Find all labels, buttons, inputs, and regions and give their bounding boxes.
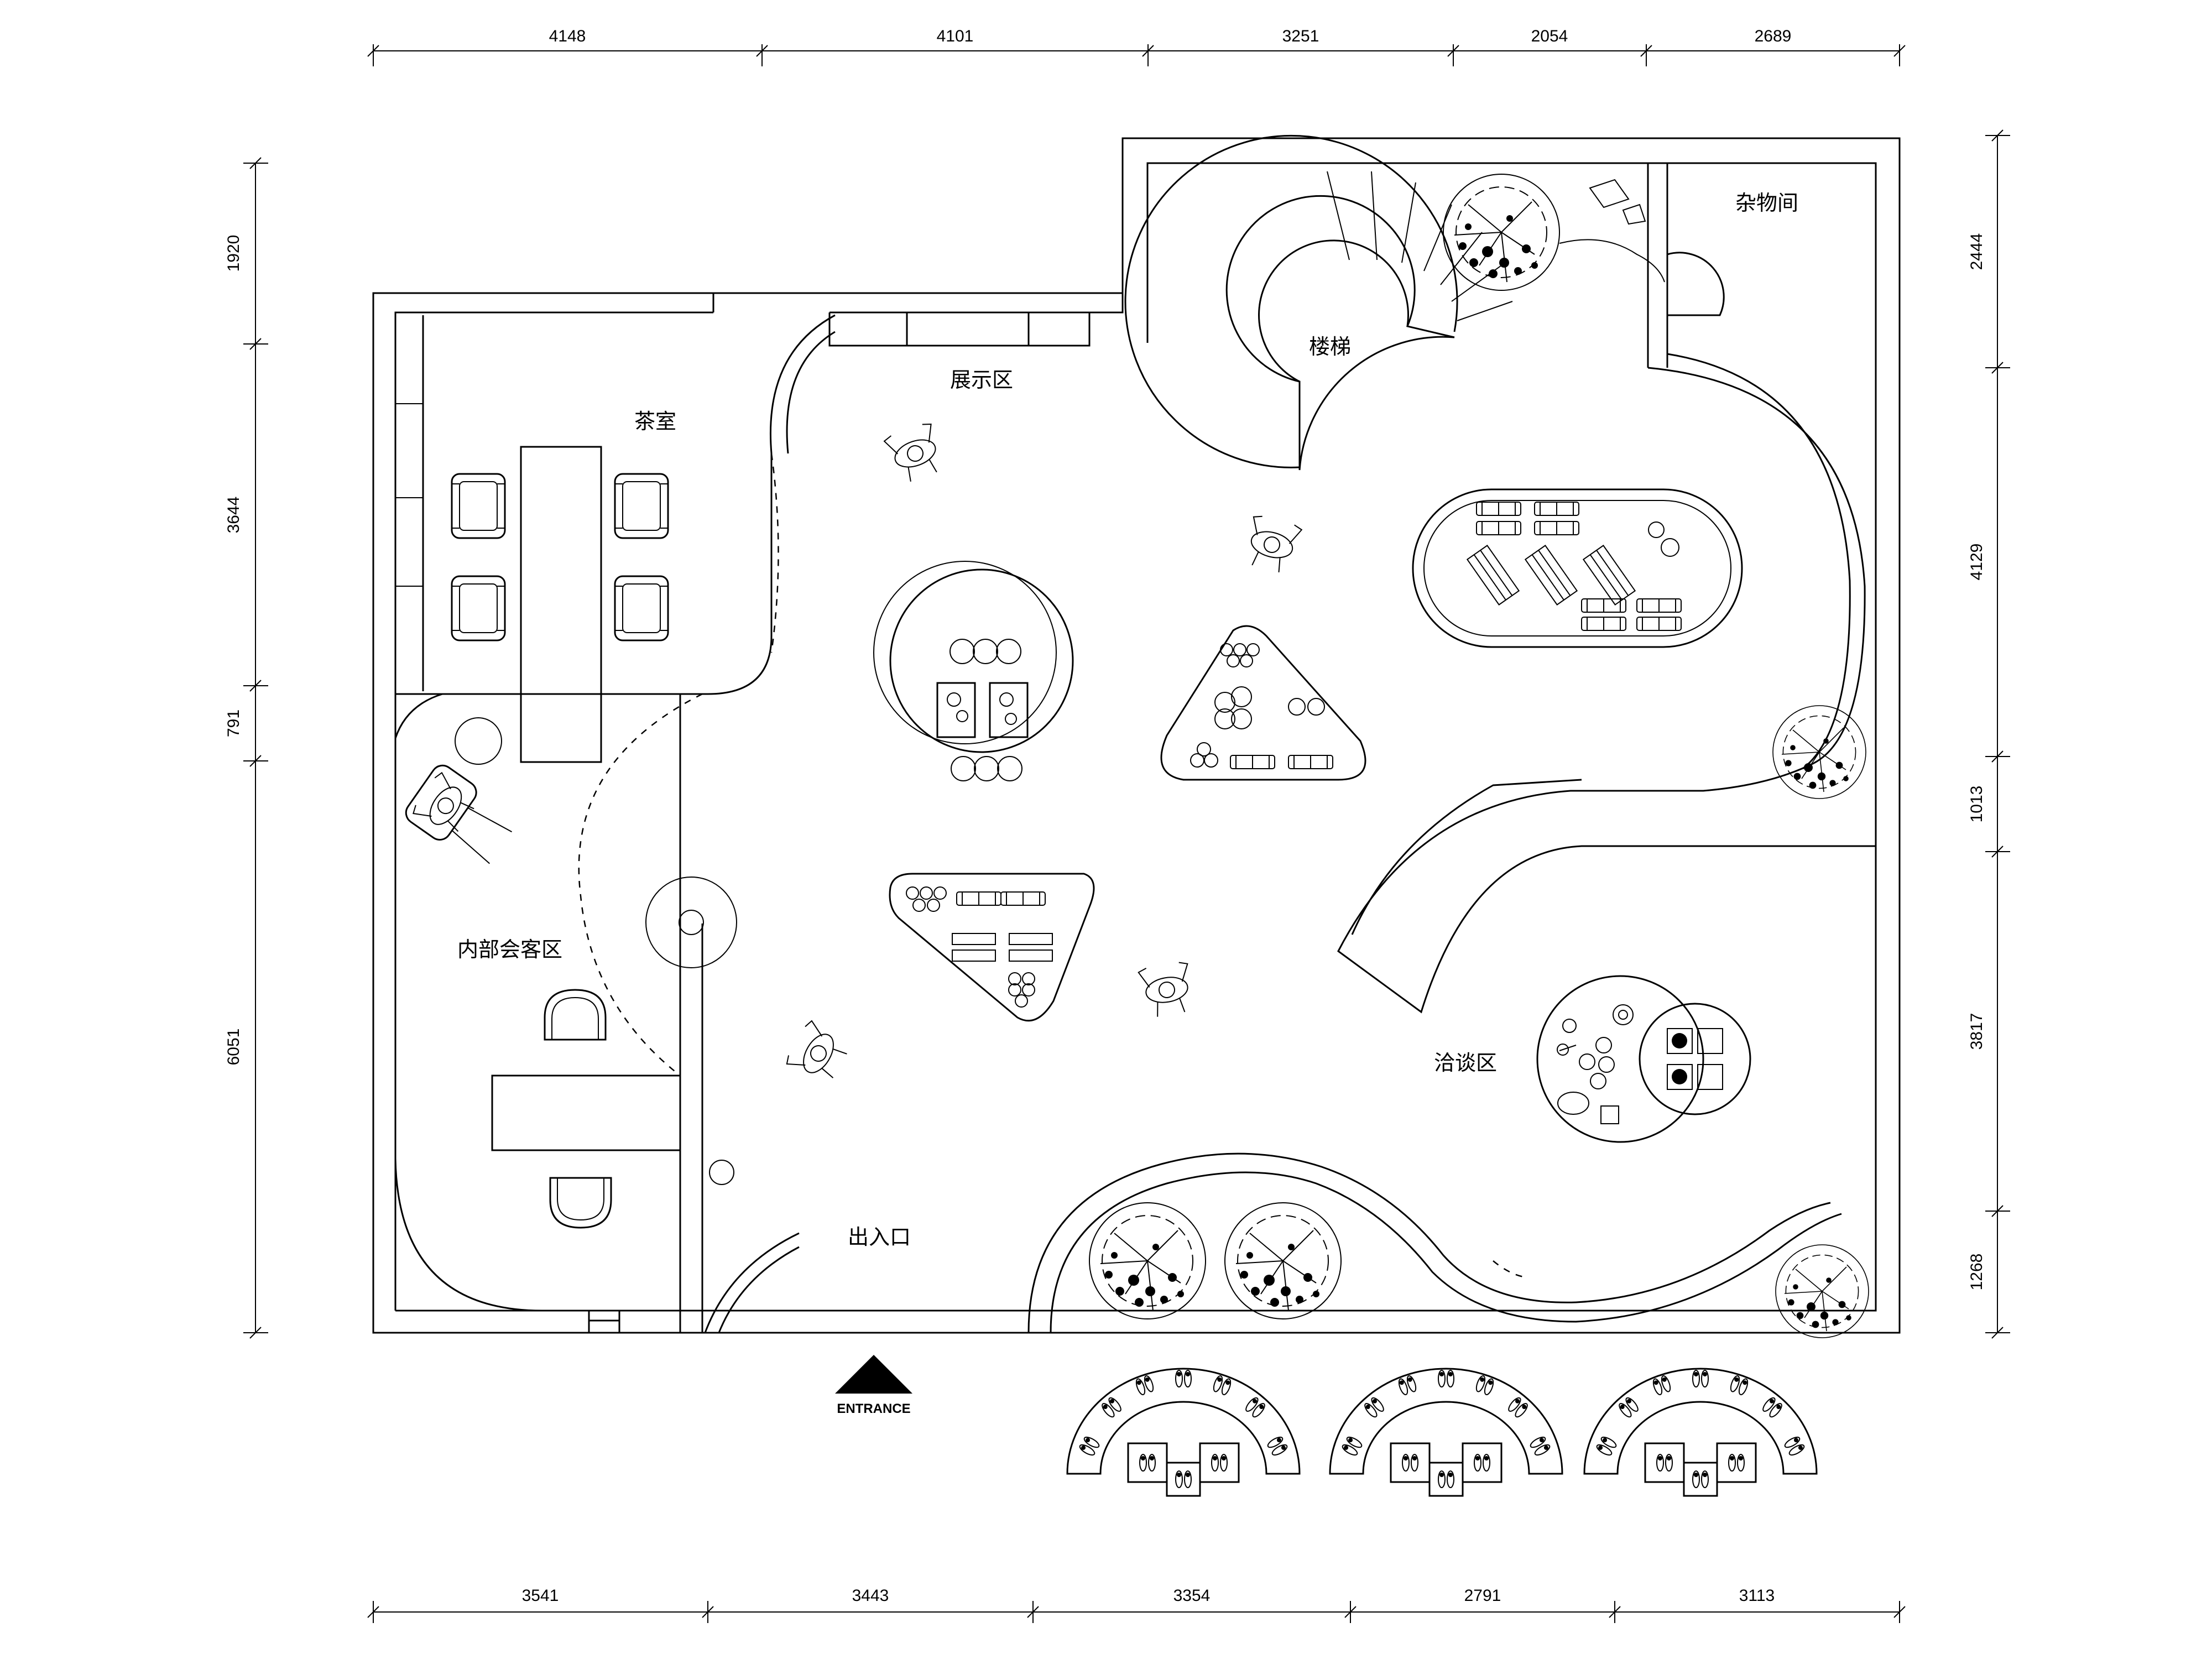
armchair-icon xyxy=(614,575,669,641)
tree-icon xyxy=(1089,1202,1206,1319)
dim-right-3: 1013 xyxy=(1968,786,1986,823)
room-label-meeting-area: 内部会客区 xyxy=(457,937,562,962)
dim-left-4: 6051 xyxy=(225,1029,243,1066)
entrance-label: ENTRANCE xyxy=(837,1401,910,1416)
person-icon xyxy=(405,764,512,864)
meeting-area: 内部会客区 xyxy=(394,693,737,1333)
person-icon xyxy=(784,1019,853,1088)
dim-left-1: 1920 xyxy=(225,235,243,272)
dim-bottom-5: 3113 xyxy=(1739,1587,1775,1605)
display-area: 展示区 xyxy=(784,368,1743,1088)
armchair-icon xyxy=(614,473,669,539)
chair-icon xyxy=(544,989,607,1041)
meeting-desk xyxy=(491,1074,681,1151)
tea-room: 茶室 xyxy=(395,312,1091,763)
room-label-display-area: 展示区 xyxy=(950,368,1013,392)
dim-right-5: 1268 xyxy=(1968,1254,1986,1291)
stairs: 楼梯 xyxy=(1124,134,1513,471)
room-label-storage: 杂物间 xyxy=(1735,191,1798,215)
dimension-right: 2444 4129 1013 3817 1268 xyxy=(1968,129,2010,1339)
tree-icon xyxy=(1772,705,1866,799)
tea-table xyxy=(520,446,602,763)
dim-top-4: 2054 xyxy=(1531,27,1568,45)
armchair-icon xyxy=(451,575,506,641)
room-label-negotiation-area: 洽谈区 xyxy=(1434,1051,1497,1075)
dim-bottom-3: 3354 xyxy=(1173,1587,1211,1605)
dimension-top: 4148 4101 3251 2054 2689 xyxy=(367,27,1906,66)
dim-bottom-4: 2791 xyxy=(1464,1587,1501,1605)
person-icon xyxy=(883,421,948,486)
dim-top-5: 2689 xyxy=(1755,27,1792,45)
dim-bottom-1: 3541 xyxy=(522,1587,559,1605)
armchair-icon xyxy=(451,473,506,539)
dim-top-3: 3251 xyxy=(1282,27,1319,45)
dim-left-3: 791 xyxy=(225,709,243,737)
dim-bottom-2: 3443 xyxy=(852,1587,889,1605)
tree-icon xyxy=(1775,1244,1869,1338)
room-label-entrance-exit: 出入口 xyxy=(848,1225,911,1249)
dimension-left: 1920 3644 791 6051 xyxy=(225,157,268,1339)
chair-icon xyxy=(549,1177,612,1229)
room-label-tea-room: 茶室 xyxy=(634,409,676,434)
dimension-bottom: 3541 3443 3354 2791 3113 xyxy=(367,1587,1906,1623)
entrance-arrow-icon xyxy=(835,1355,912,1394)
dim-left-2: 3644 xyxy=(225,497,243,534)
dim-right-1: 2444 xyxy=(1968,233,1986,270)
shoe-rack xyxy=(1584,1369,1817,1496)
room-label-stairs: 楼梯 xyxy=(1309,335,1351,359)
shoe-rack xyxy=(1330,1369,1562,1496)
entrance-exit: 出入口 ENTRANCE xyxy=(704,1225,912,1416)
dim-top-2: 4101 xyxy=(937,27,974,45)
tree-icon xyxy=(1224,1202,1342,1319)
shoe-rack xyxy=(1067,1369,1300,1496)
tree-icon xyxy=(1443,174,1560,291)
dim-right-2: 4129 xyxy=(1968,544,1986,581)
dim-top-1: 4148 xyxy=(549,27,586,45)
shoe-racks xyxy=(1067,1369,1817,1496)
person-icon xyxy=(1240,513,1303,576)
negotiation-area: 洽谈区 xyxy=(1434,975,1751,1143)
outer-walls xyxy=(372,137,1901,1334)
storage-room: 杂物间 xyxy=(1559,179,1798,316)
person-icon xyxy=(1137,960,1197,1020)
dim-right-4: 3817 xyxy=(1968,1013,1986,1050)
